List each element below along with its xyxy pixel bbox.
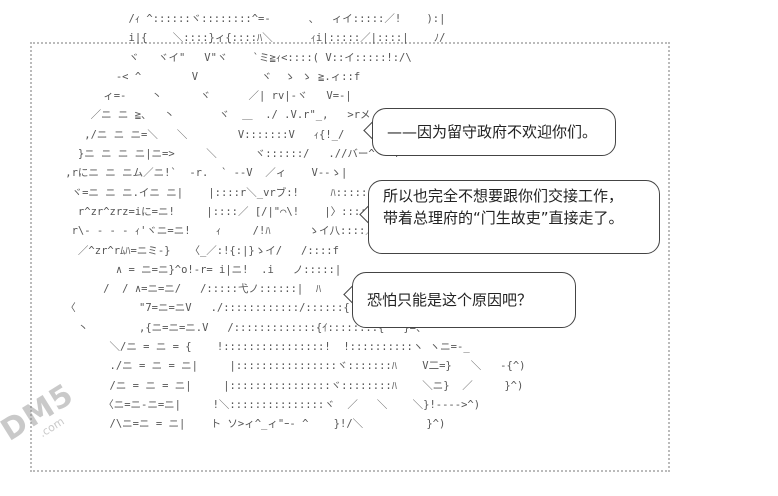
speech-bubble-2: 所以也完全不想要跟你们交接工作， 带着总理府的“门生故吏”直接走了。	[368, 180, 660, 254]
dotted-border-right	[668, 42, 670, 472]
speech-bubble-3: 恐怕只能是这个原因吧？	[352, 272, 576, 328]
dotted-border-left	[30, 42, 32, 472]
artwork-frame	[30, 42, 670, 472]
speech-text-3: 恐怕只能是这个原因吧？	[367, 291, 533, 309]
speech-text-2a: 所以也完全不想要跟你们交接工作，	[383, 187, 624, 205]
ascii-art-figure: /ｨ ^::::::ヾ::::::::^=- 、 ィイ:::::／! ):| i…	[65, 13, 526, 431]
speech-bubble-1: ——因为留守政府不欢迎你们。	[372, 108, 616, 156]
dotted-border-bottom	[30, 470, 670, 472]
speech-text-2b: 带着总理府的“门生故吏”直接走了。	[383, 209, 624, 227]
speech-text-1: ——因为留守政府不欢迎你们。	[387, 123, 598, 141]
dotted-border-top	[30, 42, 670, 44]
